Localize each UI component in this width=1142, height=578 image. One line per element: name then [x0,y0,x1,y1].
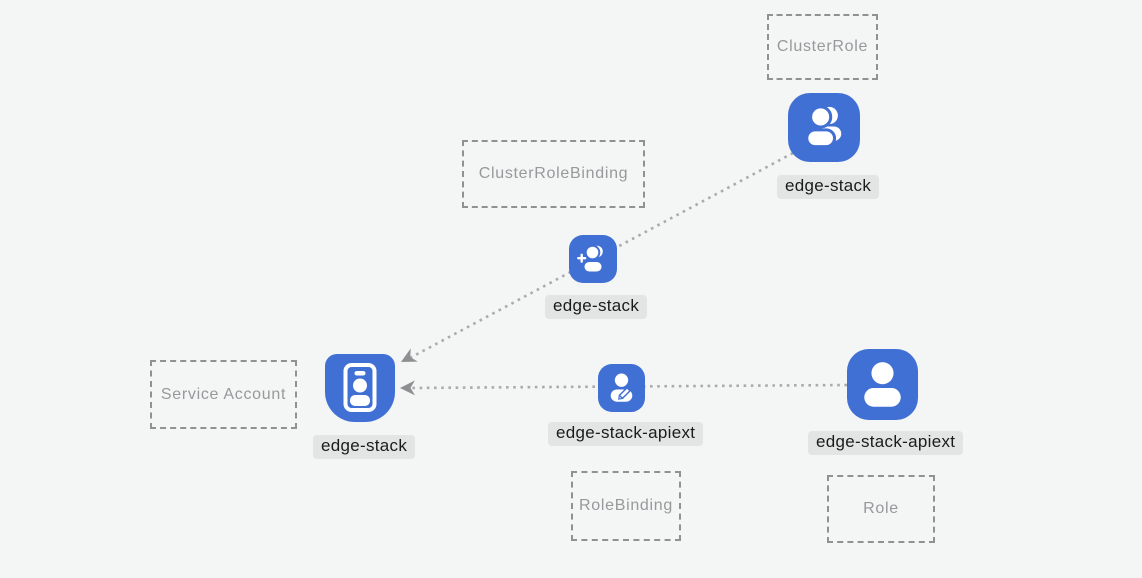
role-name-badge: edge-stack-apiext [808,431,964,455]
clusterrolebinding-node [569,235,617,283]
rolebinding-name-badge: edge-stack-apiext [548,422,704,446]
role-kind-label: Role [863,500,899,517]
serviceaccount-name-badge: edge-stack [313,435,416,459]
user-icon [864,362,901,407]
serviceaccount-kind-box: Service Account [150,360,297,429]
arrowhead-icon [400,380,416,396]
id-badge-icon [343,363,377,412]
arrowhead-icon [401,348,418,362]
clusterrole-kind-box: ClusterRole [767,14,878,80]
clusterrolebinding-name-badge: edge-stack [545,295,648,319]
serviceaccount-kind-label: Service Account [160,385,287,403]
user-plus-icon [577,244,604,274]
rolebinding-kind-box: RoleBinding [571,471,681,541]
clusterrole-name-badge: edge-stack [777,175,880,199]
rolebinding-node [598,364,645,412]
rolebinding-kind-label: RoleBinding [579,497,673,514]
user-edit-icon [610,373,633,402]
clusterrolebinding-kind-label: ClusterRoleBinding [478,165,629,182]
role-kind-box: Role [827,475,935,543]
connector-role-to-serviceaccount [405,383,848,390]
clusterrolebinding-kind-box: ClusterRoleBinding [462,140,645,208]
clusterrole-kind-label: ClusterRole [776,38,869,55]
serviceaccount-node [325,354,395,422]
clusterrole-node [788,93,860,162]
role-node [847,349,918,420]
users-icon [805,105,842,149]
